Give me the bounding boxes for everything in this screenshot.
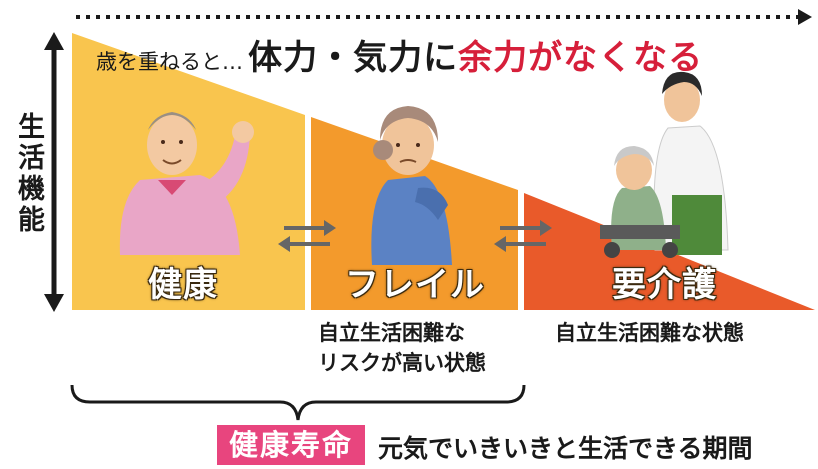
exchange-arrows-frailty-care (494, 220, 552, 252)
headline-main: 体力・気力に (248, 38, 459, 78)
healthy-man-illustration (119, 112, 254, 255)
healthy-life-badge: 健康寿命 (217, 425, 366, 465)
lifespan-brace (70, 384, 526, 421)
time-arrow-head (798, 9, 812, 25)
frailty-description-line2: リスクが高い状態 (318, 351, 486, 375)
vertical-axis-arrow-down (44, 294, 64, 312)
care-description: 自立生活困難な状態 (555, 321, 744, 345)
stage-frailty-label: フレイル (345, 265, 485, 305)
vertical-axis-label: 生活機能 (13, 112, 44, 236)
headline: 歳を重ねると… 体力・気力に余力がなくなる (96, 30, 703, 79)
care-scene-illustration (600, 71, 729, 258)
stage-health-label: 健康 (148, 265, 218, 305)
frailty-woman-illustration (371, 106, 452, 265)
frailty-description-line1: 自立生活困難な (318, 321, 465, 345)
frailty-description: 自立生活困難な リスクが高い状態 (318, 318, 486, 378)
vertical-axis-arrow-up (44, 32, 64, 50)
headline-lead: 歳を重ねると… (96, 50, 243, 74)
healthy-life-description: 元気でいきいきと生活できる期間 (378, 434, 753, 463)
stage-care-label: 要介護 (612, 265, 717, 305)
exchange-arrows-health-frailty (278, 220, 336, 252)
headline-emphasis: 余力がなくなる (458, 38, 704, 78)
